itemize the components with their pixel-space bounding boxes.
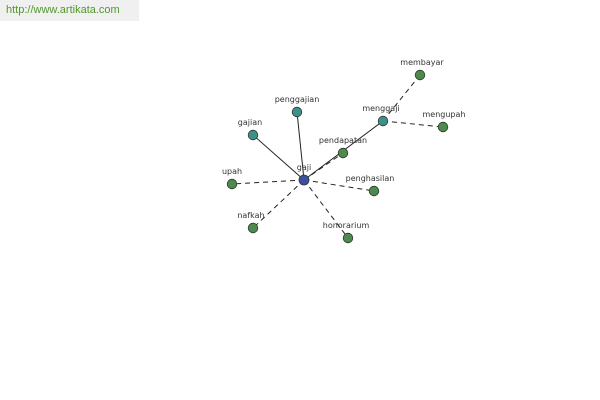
edge-menggaji-mengupah: [382, 120, 444, 128]
edge-gaji-pendapatan: [303, 152, 344, 181]
edge-gaji-nafkah: [252, 179, 305, 229]
source-url-link[interactable]: http://www.artikata.com: [6, 4, 120, 16]
edge-gaji-penghasilan: [303, 179, 375, 192]
node-penggajian[interactable]: [291, 106, 303, 118]
node-label-penggajian[interactable]: penggajian: [275, 95, 320, 104]
node-gaji[interactable]: [298, 174, 310, 186]
node-honorarium[interactable]: [342, 232, 354, 244]
node-label-pendapatan[interactable]: pendapatan: [319, 136, 367, 145]
edge-menggaji-membayar: [382, 74, 421, 122]
edge-gaji-upah: [231, 179, 305, 185]
node-label-honorarium[interactable]: honorarium: [323, 221, 370, 230]
node-label-membayar[interactable]: membayar: [400, 58, 444, 67]
node-membayar[interactable]: [414, 69, 426, 81]
edges-layer: [231, 74, 444, 239]
node-mengupah[interactable]: [437, 121, 449, 133]
node-upah[interactable]: [226, 178, 238, 190]
edge-gaji-penggajian: [296, 111, 305, 181]
node-label-penghasilan[interactable]: penghasilan: [346, 174, 395, 183]
source-bar: http://www.artikata.com: [0, 0, 139, 21]
node-label-nafkah[interactable]: nafkah: [237, 211, 264, 220]
node-penghasilan[interactable]: [368, 185, 380, 197]
node-label-gaji[interactable]: gaji: [297, 163, 311, 172]
nodes-layer: [226, 69, 449, 244]
node-label-menggaji[interactable]: menggaji: [362, 104, 399, 113]
labels-layer: gaji penggajian gajian menggaji pendapatan up…: [222, 58, 466, 230]
edge-gaji-honorarium: [303, 179, 349, 239]
node-label-gajian[interactable]: gajian: [238, 118, 262, 127]
node-menggaji[interactable]: [377, 115, 389, 127]
edge-gaji-gajian: [252, 134, 305, 181]
node-label-upah[interactable]: upah: [222, 167, 242, 176]
node-gajian[interactable]: [247, 129, 259, 141]
node-nafkah[interactable]: [247, 222, 259, 234]
node-pendapatan[interactable]: [337, 147, 349, 159]
node-label-mengupah[interactable]: mengupah: [423, 110, 466, 119]
